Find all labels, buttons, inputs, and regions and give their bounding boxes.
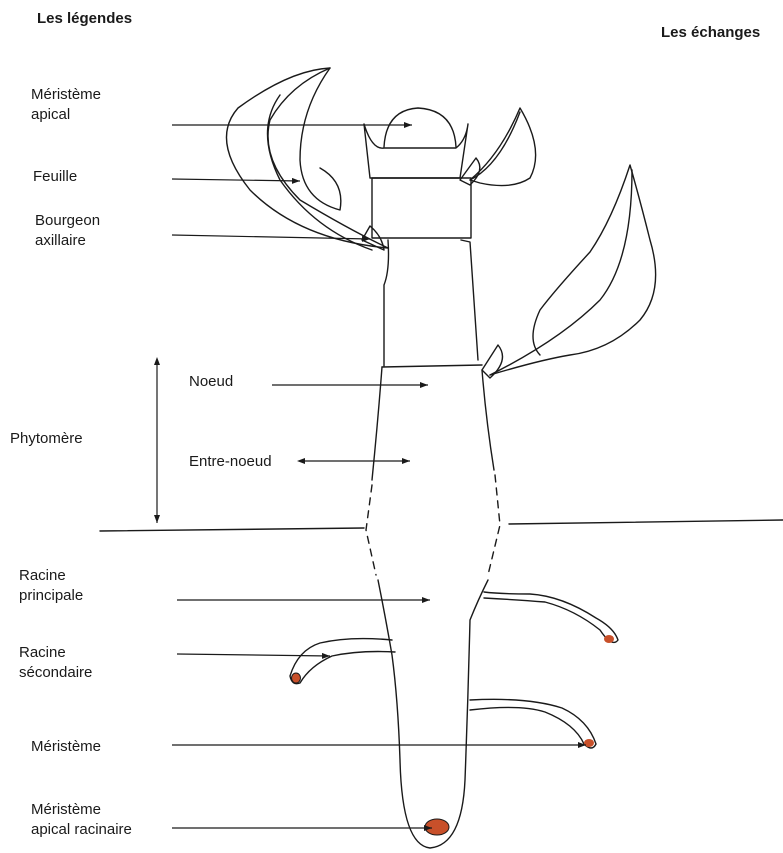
- meristem-dot-apical-root: [425, 819, 449, 835]
- secondary-root-right-upper: [484, 592, 618, 642]
- upper-internode: [372, 178, 471, 238]
- stem-right-upper: [461, 240, 478, 360]
- leaf-right-vein: [490, 170, 632, 375]
- node-line: [382, 365, 482, 367]
- arrow-racine-secondaire: [177, 654, 330, 656]
- stem-left-upper: [384, 240, 389, 366]
- meristem-dot-right-upper: [604, 635, 614, 643]
- ground-line-right: [509, 520, 783, 524]
- stem-right-lower: [482, 370, 494, 470]
- apical-meristem-dome: [384, 108, 456, 147]
- main-root: [378, 580, 488, 848]
- leaf-upper-left: [226, 68, 388, 248]
- stem-left-lower: [372, 367, 382, 480]
- meristem-dot-left: [292, 673, 301, 683]
- leaf-upper-left-inner: [268, 68, 388, 248]
- leaf-upper-left-vein: [268, 95, 373, 250]
- meristem-dot-right-lower: [584, 739, 594, 747]
- leaf-upper-right-vein: [470, 112, 520, 180]
- secondary-root-left: [290, 639, 395, 684]
- apical-bud: [364, 124, 468, 178]
- axillary-bud-right: [482, 345, 503, 378]
- secondary-root-right-lower: [470, 699, 596, 748]
- stem-left-dashed: [366, 485, 376, 575]
- stem-right-dashed: [488, 475, 500, 575]
- ground-line-left: [100, 528, 364, 531]
